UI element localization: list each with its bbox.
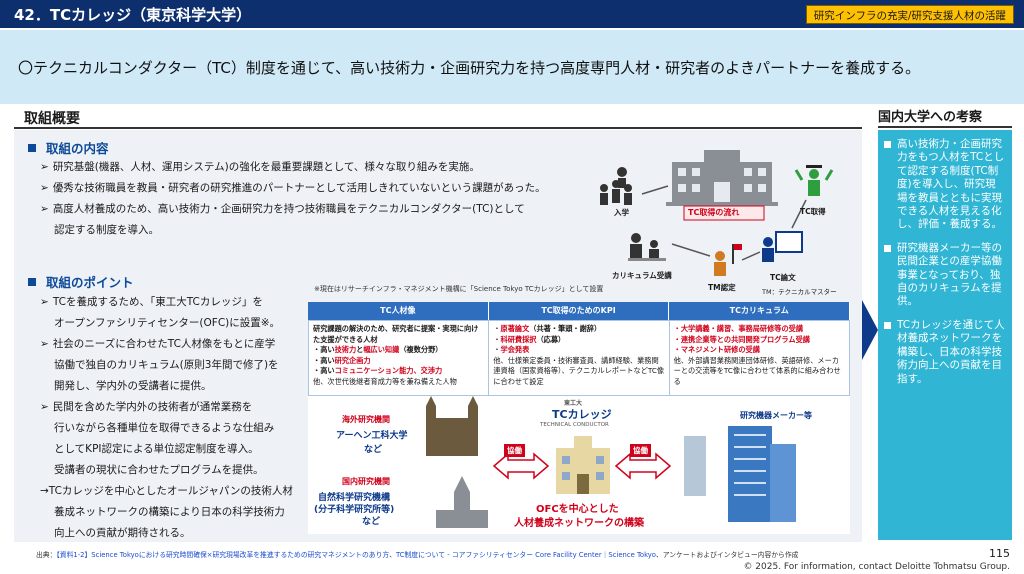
source-citation: 出典：【資料1-2】Science Tokyoにおける研究時間確保×研究現場改革… bbox=[36, 551, 799, 559]
arrow-icon: ➢ bbox=[40, 401, 49, 413]
center-label-1: OFCを中心とした bbox=[536, 504, 619, 515]
list-item: 高い技術力・企画研究力をもつ人材をTCとして認定する制度(TC制度)を導入し、研… bbox=[884, 138, 1006, 232]
square-bullet-icon bbox=[28, 278, 36, 286]
content-bullets: ➢研究基盤(機器、人材、運用システム)の強化を最重要課題として、様々な取り組みを… bbox=[40, 157, 570, 241]
list-item: 受講者の現状に合わせたプログラムを提供。 bbox=[54, 464, 264, 476]
page-number: 115 bbox=[989, 547, 1010, 560]
graduate-celebration-icon bbox=[794, 165, 834, 196]
source-link-1[interactable]: 【資料1-2】Science Tokyoにおける研究時間確保×研究現場改革を推進… bbox=[56, 551, 390, 559]
tc-college-logo: TCカレッジ bbox=[552, 408, 612, 421]
arrow-icon: ➢ bbox=[40, 296, 49, 308]
tm-certified-person-icon bbox=[714, 244, 742, 276]
tower-building-icon bbox=[436, 476, 488, 528]
table-header-cell: TCカリキュラム bbox=[669, 302, 851, 320]
square-bullet-icon bbox=[884, 321, 891, 329]
castle-icon bbox=[426, 396, 478, 456]
copyright: © 2025. For information, contact Deloitt… bbox=[743, 562, 1010, 572]
arrow-icon: ➢ bbox=[40, 182, 49, 194]
arrow-icon: ➢ bbox=[40, 338, 49, 350]
double-arrow-icon bbox=[492, 452, 672, 480]
header-bar: 42．TCカレッジ（東京科学大学） 研究インフラの充実/研究支援人材の活躍 bbox=[0, 0, 1024, 28]
domestic-name: 自然科学研究機構 bbox=[318, 493, 391, 503]
list-item: 行いながら各種単位を取得できるような仕組み bbox=[54, 422, 275, 434]
office-building-icon bbox=[684, 426, 796, 522]
source-link-2[interactable]: TC制度について - コアファシリティセンター Core Facility Ce… bbox=[396, 551, 656, 559]
domestic-suffix: など bbox=[362, 517, 381, 527]
points-heading: 取組のポイント bbox=[28, 272, 134, 291]
flow-step-enroll: 入学 bbox=[614, 208, 629, 217]
domestic-label: 国内研究機関 bbox=[342, 477, 390, 486]
lead-banner: 〇テクニカルコンダクター（TC）制度を通じて、高い技術力・企画研究力を持つ高度専… bbox=[0, 30, 1024, 104]
list-item: 研究機器メーカー等の民間企業との産学協働事業となっており、独自のカリキュラムを提… bbox=[884, 242, 1006, 309]
table-header-cell: TC取得のためのKPI bbox=[488, 302, 670, 320]
flow-step-tm: TM認定 bbox=[708, 283, 736, 292]
flow-step-tc: TC取得 bbox=[800, 207, 826, 216]
list-item: 向上への貢献が期待される。 bbox=[54, 527, 191, 539]
table-header-cell: TC人材像 bbox=[308, 302, 489, 320]
list-item: 養成ネットワークの構築により日本の科学技術力 bbox=[54, 506, 285, 518]
list-item: 認定する制度を導入。 bbox=[54, 224, 159, 236]
table-header: TC人材像 TC取得のためのKPI TCカリキュラム bbox=[308, 302, 851, 320]
center-label-2: 人材養成ネットワークの構築 bbox=[514, 518, 644, 529]
maker-label: 研究機器メーカー等 bbox=[740, 411, 812, 420]
table-cell-tc-profile: 研究課題の解決のため、研究者に提案・実現に向けた支援ができる人材 ・高い技術力と… bbox=[309, 321, 490, 395]
points-bullets: ➢TCを養成するため、「東工大TCカレッジ」を オープンファシリティセンター(O… bbox=[40, 292, 310, 544]
list-item: →TCカレッジを中心としたオールジャパンの技術人材 bbox=[40, 485, 293, 497]
content-heading: 取組の内容 bbox=[28, 138, 109, 157]
arrow-icon: ➢ bbox=[40, 161, 49, 173]
category-tag: 研究インフラの充実/研究支援人材の活躍 bbox=[805, 5, 1014, 24]
presentation-board-icon bbox=[762, 231, 803, 262]
list-item: ➢社会のニーズに合わせたTC人材像をもとに産学 bbox=[40, 338, 276, 350]
tc-summary-table: TC人材像 TC取得のためのKPI TCカリキュラム 研究課題の解決のため、研究… bbox=[308, 302, 851, 396]
list-item: オープンファシリティセンター(OFC)に設置※。 bbox=[54, 317, 281, 329]
list-item: としてKPI認定による単位認定制度を導入。 bbox=[54, 443, 259, 455]
arrow-icon: ➢ bbox=[40, 203, 49, 215]
domestic-subname: (分子科学研究所等) bbox=[314, 505, 395, 515]
coop-label-left: 協働 bbox=[504, 444, 525, 457]
network-graphics bbox=[426, 396, 796, 528]
overview-divider bbox=[14, 127, 862, 129]
page-title: 42．TCカレッジ（東京科学大学） bbox=[14, 6, 252, 24]
consideration-divider bbox=[878, 126, 1012, 128]
table-cell-curriculum: ・大学講義・講習、事務局研修等の受講 ・連携企業等との共同開発プログラム受講 ・… bbox=[673, 324, 841, 386]
list-item: ➢TCを養成するため、「東工大TCカレッジ」を bbox=[40, 296, 263, 308]
list-item: TCカレッジを通じて人材養成ネットワークを構築し、日本の科学技術力向上への貢献を… bbox=[884, 319, 1006, 386]
logo-sub: TECHNICAL CONDUCTOR bbox=[540, 422, 609, 428]
list-item: ➢高度人材養成のため、高い技術力・企画研究力を持つ技術職員をテクニカルコンダクタ… bbox=[40, 203, 525, 215]
list-item: ➢民間を含めた学内外の技術者が通常業務を bbox=[40, 401, 253, 413]
consideration-title: 国内大学への考察 bbox=[878, 110, 983, 125]
flow-step-paper: TC論文 bbox=[770, 273, 796, 282]
flow-step-curriculum: カリキュラム受講 bbox=[612, 271, 672, 280]
logo-top: 東工大 bbox=[564, 400, 583, 407]
square-bullet-icon bbox=[884, 141, 891, 148]
tc-flow-illustration bbox=[600, 150, 834, 276]
tm-note: TM：テクニカルマスター bbox=[762, 288, 837, 296]
square-bullet-icon bbox=[28, 144, 36, 152]
overview-title: 取組概要 bbox=[24, 111, 80, 127]
list-item: 開発し、学内外の受講者に提供。 bbox=[54, 380, 212, 392]
coop-label-right: 協働 bbox=[630, 444, 651, 457]
flow-title: TC取得の流れ bbox=[688, 208, 740, 217]
chevron-right-icon bbox=[862, 300, 878, 360]
overseas-name: アーヘン工科大学 bbox=[336, 431, 408, 441]
square-bullet-icon bbox=[884, 244, 891, 252]
footnote-setting: ※現在はリサーチインフラ・マネジメント機構に「Science Tokyo TCカ… bbox=[314, 285, 604, 293]
overseas-suffix: など bbox=[364, 445, 383, 455]
lead-text: 〇テクニカルコンダクター（TC）制度を通じて、高い技術力・企画研究力を持つ高度専… bbox=[18, 59, 921, 77]
overseas-label: 海外研究機関 bbox=[342, 415, 390, 424]
list-item: ➢優秀な技術職員を教員・研究者の研究推進のパートナーとして活用しきれていないとい… bbox=[40, 182, 546, 194]
consideration-panel: 高い技術力・企画研究力をもつ人材をTCとして認定する制度(TC制度)を導入し、研… bbox=[878, 130, 1012, 540]
central-building-icon bbox=[556, 436, 610, 494]
list-item: 協働で独自のカリキュラム(原則3年間で修了)を bbox=[54, 359, 279, 371]
table-row: 研究課題の解決のため、研究者に提案・実現に向けた支援ができる人材 ・高い技術力と… bbox=[308, 320, 850, 396]
network-illustration: 海外研究機関 アーヘン工科大学 など 国内研究機関 自然科学研究機構 (分子科学… bbox=[308, 396, 850, 534]
group-people-icon bbox=[600, 167, 632, 205]
class-lecture-icon bbox=[628, 233, 666, 261]
table-cell-kpi: ・原著論文（共著・筆頭・謝辞） ・科研費採択（応募） ・学会発表 他、仕様策定委… bbox=[489, 321, 670, 395]
list-item: ➢研究基盤(機器、人材、運用システム)の強化を最重要課題として、様々な取り組みを… bbox=[40, 161, 480, 173]
